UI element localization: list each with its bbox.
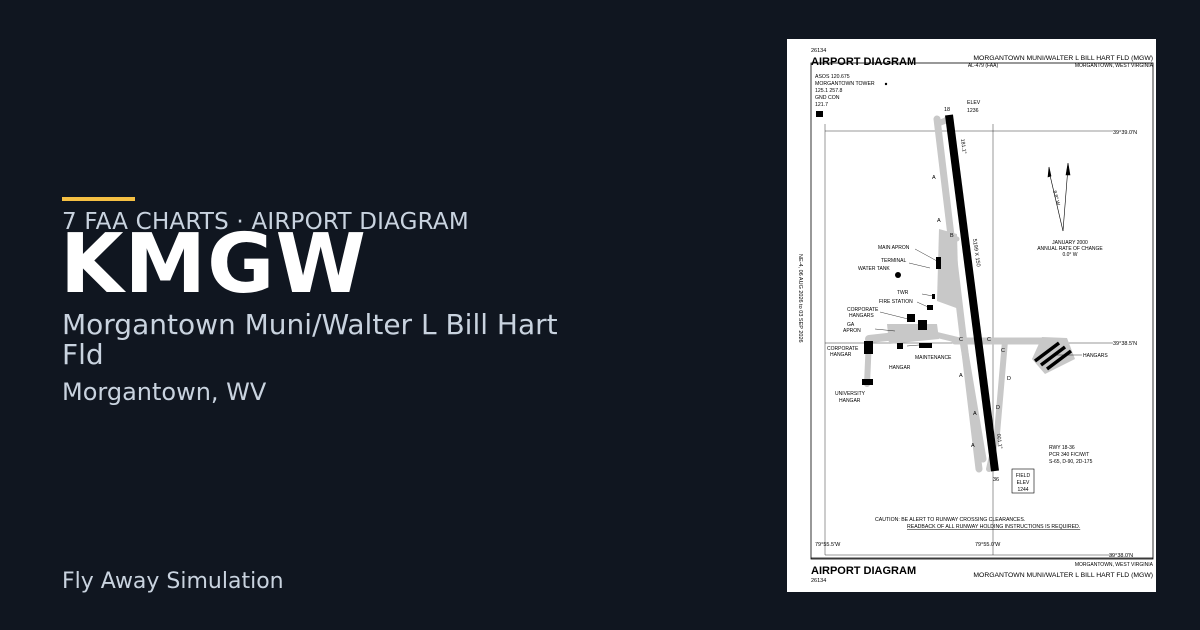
- svg-text:C: C: [1001, 348, 1005, 354]
- svg-text:C: C: [987, 337, 991, 343]
- freq-asos: ASOS 120.675: [815, 74, 850, 80]
- leader-lines: [874, 248, 1082, 356]
- svg-text:A: A: [971, 443, 975, 449]
- lat-mid: 39°38.5'N: [1113, 341, 1137, 347]
- diagram-airport-name: MORGANTOWN MUNI/WALTER L BILL HART FLD (…: [973, 55, 1153, 62]
- label-univ-hangar-1: UNIVERSITY: [835, 391, 866, 397]
- label-corp-hangars-2: HANGARS: [849, 313, 874, 319]
- brand-name: Fly Away Simulation: [62, 569, 284, 594]
- freq-tower-values: 125.1 257.8: [815, 88, 843, 94]
- field-elev-line3: 1244: [1017, 487, 1028, 493]
- svg-text:A: A: [932, 175, 936, 181]
- label-twr: TWR: [897, 290, 909, 296]
- caution-line-1: CAUTION: BE ALERT TO RUNWAY CROSSING CLE…: [875, 517, 1025, 523]
- eyebrow-label: 7 FAA CHARTS · AIRPORT DIAGRAM: [62, 209, 469, 235]
- doc-number: 26134: [811, 48, 826, 54]
- accent-bar: [62, 197, 135, 201]
- buildings: [862, 257, 941, 385]
- lat-top: 39°39.0'N: [1113, 130, 1137, 136]
- label-corp-hangar-1: CORPORATE: [827, 346, 859, 352]
- freq-tower: MORGANTOWN TOWER: [815, 81, 875, 87]
- corporate-hangar: [864, 341, 873, 354]
- runway-18-36: [945, 114, 999, 472]
- airport-name: Morgantown Muni/Walter L Bill Hart Fld: [62, 308, 558, 371]
- annual-change-3: 0.0° W: [1062, 252, 1077, 258]
- label-univ-hangar-2: HANGAR: [839, 398, 861, 404]
- university-hangar: [862, 379, 873, 385]
- diverse-departure-icon: [816, 111, 823, 117]
- field-elev-box: [1011, 468, 1035, 494]
- label-main-apron: MAIN APRON: [878, 245, 910, 251]
- label-fire-station: FIRE STATION: [879, 299, 913, 305]
- cycle-dates-left: NE-4, 06 AUG 2026 to 03 SEP 2026: [797, 254, 803, 343]
- airport-code: KMGW: [60, 217, 367, 312]
- airport-location: Morgantown, WV: [62, 378, 267, 406]
- north-arrow-icon: [1047, 162, 1071, 232]
- maintenance-hangar: [919, 343, 932, 348]
- tower-star-icon: [884, 82, 888, 86]
- magnetic-variation: 8.8° W: [1051, 190, 1061, 206]
- hangar: [897, 343, 903, 349]
- svg-text:B: B: [950, 233, 954, 239]
- al-number: AL-479 (FAA): [968, 63, 999, 69]
- terminal-building: [936, 257, 941, 269]
- lat-bottom: 39°38.0'N: [1109, 553, 1133, 559]
- corporate-hangars-2: [918, 320, 927, 330]
- label-ga-apron-1: GA: [847, 322, 855, 328]
- lon-left: 79°55.5'W: [815, 542, 841, 548]
- corporate-hangars-1: [907, 314, 915, 322]
- heading-north: 181.1°: [959, 138, 967, 154]
- airport-diagram-svg: 26134 AIRPORT DIAGRAM MORGANTOWN MUNI/WA…: [797, 48, 1154, 584]
- freq-ground-value: 121.7: [815, 102, 828, 108]
- svg-text:A: A: [973, 411, 977, 417]
- diagram-frame: [810, 62, 1154, 560]
- svg-text:C: C: [959, 337, 963, 343]
- label-corp-hangars-1: CORPORATE: [847, 307, 879, 313]
- ga-apron-area: [887, 324, 939, 344]
- label-corp-hangar-2: HANGAR: [830, 352, 852, 358]
- field-elev-line2: ELEV: [1017, 480, 1030, 486]
- label-hangars-east: HANGARS: [1083, 353, 1108, 359]
- east-hangars: [1033, 341, 1073, 371]
- main-apron-area: [937, 229, 959, 309]
- footer-title: AIRPORT DIAGRAM: [811, 565, 916, 577]
- svg-text:D: D: [996, 405, 1000, 411]
- water-tank: [895, 272, 901, 278]
- city-state: MORGANTOWN, WEST VIRGINIA: [1075, 63, 1154, 69]
- elev-north-label: ELEV: [967, 100, 981, 106]
- airport-diagram-chart[interactable]: 26134 AIRPORT DIAGRAM MORGANTOWN MUNI/WA…: [787, 39, 1156, 592]
- svg-text:A: A: [937, 218, 941, 224]
- annual-change-2: ANNUAL RATE OF CHANGE: [1037, 246, 1103, 252]
- field-elev-line1: FIELD: [1016, 473, 1031, 479]
- heading-south: 001.1°: [995, 433, 1003, 449]
- label-ga-apron-2: APRON: [843, 328, 861, 334]
- footer-airport-name: MORGANTOWN MUNI/WALTER L BILL HART FLD (…: [973, 572, 1153, 579]
- runway-end-south: 36: [993, 477, 999, 483]
- fire-station: [927, 305, 933, 310]
- label-maintenance: MAINTENANCE: [915, 355, 952, 361]
- tower: [932, 294, 935, 299]
- svg-text:D: D: [1007, 376, 1011, 382]
- lon-right: 79°55.0'W: [975, 542, 1001, 548]
- label-water-tank: WATER TANK: [858, 266, 890, 272]
- freq-ground: GND CON: [815, 95, 840, 101]
- rwy-info-2: PCR 340 F/C/W/T: [1049, 452, 1089, 458]
- taxiway-letters: A A A A A A B C C C D D: [932, 175, 1011, 449]
- svg-text:A: A: [969, 279, 973, 285]
- runway-end-north: 18: [944, 107, 950, 113]
- label-hangar: HANGAR: [889, 365, 911, 371]
- elev-north-value: 1236: [967, 108, 979, 114]
- caution-line-2: READBACK OF ALL RUNWAY HOLDING INSTRUCTI…: [907, 524, 1080, 530]
- footer-city-state: MORGANTOWN, WEST VIRGINIA: [1075, 562, 1154, 568]
- rwy-info-3: S-65, D-90, 2D-175: [1049, 459, 1093, 465]
- label-terminal: TERMINAL: [881, 258, 907, 264]
- svg-text:A: A: [959, 373, 963, 379]
- rwy-info-1: RWY 18-36: [1049, 445, 1075, 451]
- footer-doc-number: 26134: [811, 578, 826, 584]
- annual-change-1: JANUARY 2000: [1052, 240, 1088, 246]
- diagram-title: AIRPORT DIAGRAM: [811, 56, 916, 68]
- runway-dimensions: 5199 X 150: [971, 238, 981, 267]
